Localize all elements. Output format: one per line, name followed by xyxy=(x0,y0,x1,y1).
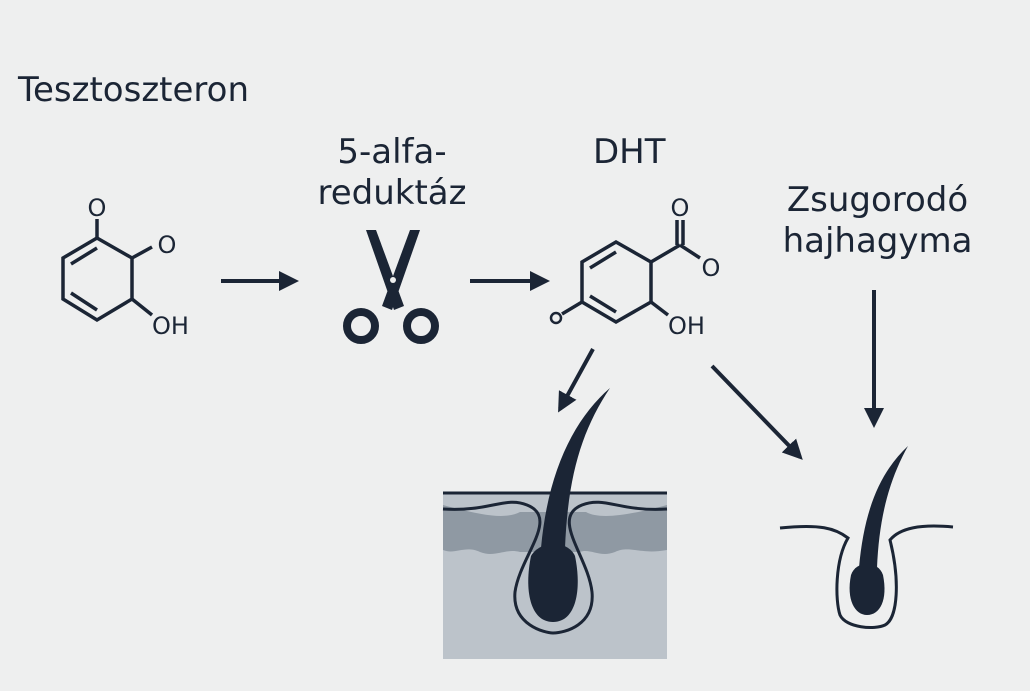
testosterone-molecule xyxy=(61,219,154,323)
arrow-dht-to-shrunk-follicle xyxy=(710,364,803,460)
label-5-alpha-reductase: 5-alfa- reduktáz xyxy=(317,132,467,214)
shrunk-follicle-bulb xyxy=(849,563,885,615)
dht-bond-o2 xyxy=(679,243,701,260)
testosterone-atom-o2: O xyxy=(158,231,177,259)
dht-double-bond-1 xyxy=(589,250,617,270)
scissors-icon xyxy=(343,230,439,344)
healthy-follicle-illustration xyxy=(442,388,668,659)
arrow-dht-to-healthy-follicle xyxy=(558,348,595,413)
dht-molecule xyxy=(561,220,701,325)
dht-bond-oh xyxy=(649,300,670,317)
dht-bond-side xyxy=(561,300,583,316)
dht-ring xyxy=(580,239,653,325)
dht-atom-oh: OH xyxy=(668,312,705,340)
testosterone-bond-oh xyxy=(130,297,154,317)
dht-bond-carbonyl xyxy=(650,243,681,264)
label-shrinking-follicle: Zsugorodó hajhagyma xyxy=(782,180,973,262)
follicle-outline xyxy=(442,500,668,635)
testosterone-atom-oh: OH xyxy=(152,312,189,340)
label-testosterone: Tesztoszteron xyxy=(18,70,249,110)
dht-atom-o2: O xyxy=(702,254,721,282)
shrunk-follicle-illustration xyxy=(779,446,954,629)
testosterone-atom-o1: O xyxy=(88,194,107,222)
thin-hair-shaft xyxy=(859,446,908,568)
dht-atom-o1: O xyxy=(671,194,690,222)
dht-double-bond-2 xyxy=(589,294,617,314)
testosterone-bond-o2 xyxy=(131,245,153,260)
dht-small-atom-icon xyxy=(549,311,563,325)
shrunk-follicle-outline xyxy=(779,524,954,629)
healthy-hair-shaft xyxy=(541,388,610,548)
testosterone-ring xyxy=(61,235,134,323)
label-dht: DHT xyxy=(593,132,666,172)
testosterone-double-bond-2 xyxy=(70,291,98,312)
follicle-bulb xyxy=(528,544,578,622)
testosterone-double-bond-1 xyxy=(70,246,98,266)
